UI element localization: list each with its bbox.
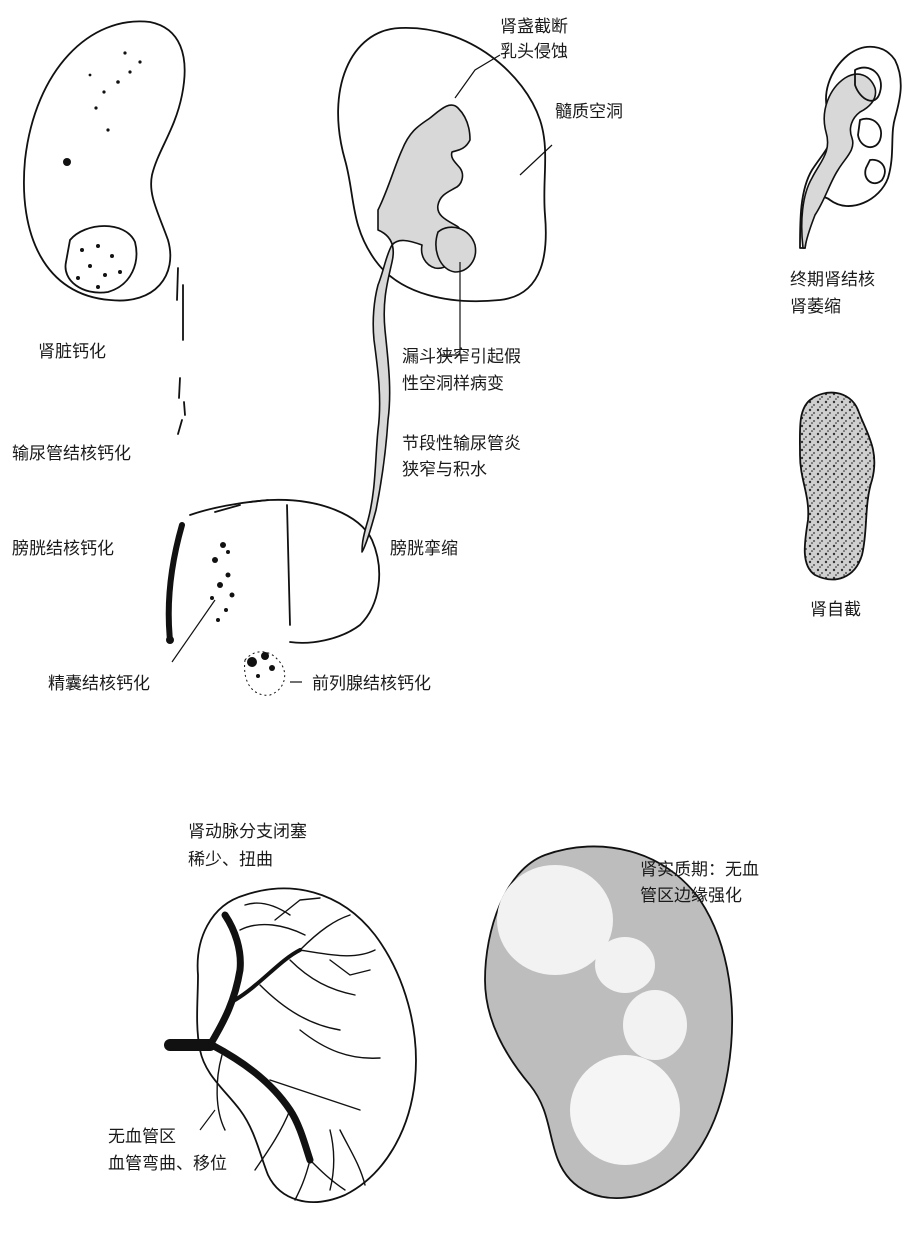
label-bladder-tb-calcification: 膀胱结核钙化 xyxy=(12,537,114,561)
label-bladder-contraction: 膀胱挛缩 xyxy=(390,537,458,561)
seminal-vesicle-calcification xyxy=(210,542,235,622)
seminal-leader xyxy=(172,600,215,662)
label-end-stage-tb-1: 终期肾结核 xyxy=(790,268,875,292)
label-renal-artery-1: 肾动脉分支闭塞 xyxy=(188,820,307,844)
label-avascular-2: 血管弯曲、移位 xyxy=(108,1152,227,1176)
end-stage-kidney xyxy=(800,47,901,248)
ureter-calcification xyxy=(177,268,185,434)
label-ureter-tb-calcification: 输尿管结核钙化 xyxy=(12,442,131,466)
renal-calcification-dots xyxy=(63,51,142,289)
label-renal-calcification: 肾脏钙化 xyxy=(38,340,106,364)
left-kidney xyxy=(24,21,185,300)
prostate-calcification xyxy=(245,652,285,695)
bladder xyxy=(166,500,379,644)
label-calyx-amputation-2: 乳头侵蚀 xyxy=(500,40,568,64)
cavity-leader xyxy=(520,145,552,175)
label-avascular-1: 无血管区 xyxy=(108,1125,176,1149)
label-prostate-tb-calcification: 前列腺结核钙化 xyxy=(312,672,431,696)
stenosis-leader xyxy=(440,262,460,355)
label-medullary-cavity: 髓质空洞 xyxy=(555,100,623,124)
label-calyx-amputation-1: 肾盏截断 xyxy=(500,15,568,39)
label-end-stage-tb-2: 肾萎缩 xyxy=(790,295,841,319)
label-nephrographic-2: 管区边缘强化 xyxy=(640,884,742,908)
label-renal-artery-2: 稀少、扭曲 xyxy=(188,848,273,872)
label-infundibular-stenosis-2: 性空洞样病变 xyxy=(402,372,504,396)
label-infundibular-stenosis-1: 漏斗狭窄引起假 xyxy=(402,345,521,369)
autonephrectomy-kidney xyxy=(800,393,875,580)
label-seminal-vesicle-tb-calcification: 精囊结核钙化 xyxy=(48,672,150,696)
label-nephrographic-1: 肾实质期：无血 xyxy=(640,858,759,882)
label-segmental-ureteritis-2: 狭窄与积水 xyxy=(402,458,487,482)
label-segmental-ureteritis-1: 节段性输尿管炎 xyxy=(402,432,521,456)
calyx-leader xyxy=(455,55,500,98)
avascular-leader xyxy=(200,1110,215,1130)
label-autonephrectomy: 肾自截 xyxy=(810,598,861,622)
